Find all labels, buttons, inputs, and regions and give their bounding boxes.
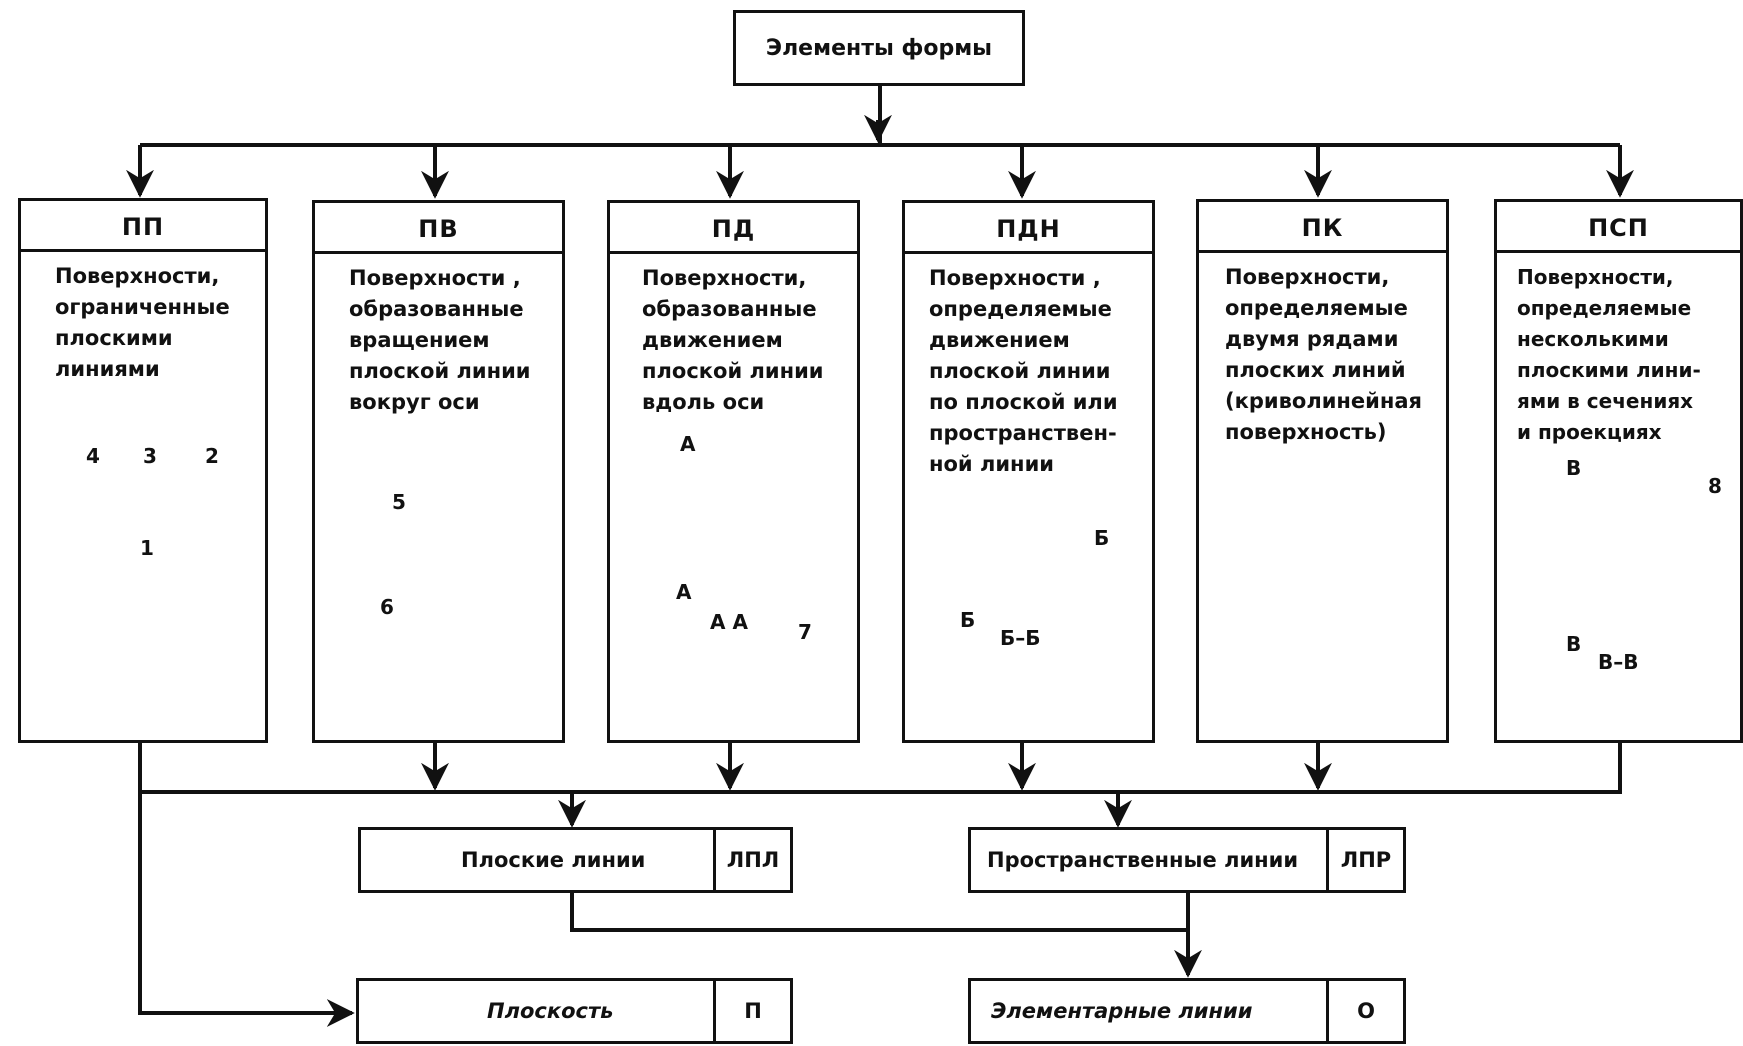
plane-label: Плоскость	[487, 999, 614, 1023]
column-description: Поверхности , образованные вращением пло…	[349, 266, 531, 414]
column-code: ПСП	[1497, 202, 1740, 253]
flat-lines-code: ЛПЛ	[713, 830, 790, 890]
spatial-lines-box: Пространственные линии ЛПР	[968, 827, 1406, 893]
pv-label-5: 5	[392, 490, 406, 514]
column-psp: ПСП Поверхности, определяемые нескольким…	[1494, 199, 1743, 743]
pd-label-a-bottom: А	[676, 580, 692, 604]
column-description: Поверхности, ограниченные плоскими линия…	[55, 264, 230, 381]
column-pv: ПВ Поверхности , образованные вращением …	[312, 200, 565, 743]
plane-code: П	[713, 981, 790, 1041]
column-code: ПП	[21, 201, 265, 252]
pdn-label-b-left: Б	[960, 608, 976, 632]
plane-box: Плоскость П	[356, 978, 793, 1044]
column-code: ПДН	[905, 203, 1152, 254]
column-code: ПД	[610, 203, 857, 254]
elementary-lines-box: Элементарные линии О	[968, 978, 1406, 1044]
connector-lines	[126, 84, 1634, 1027]
elementary-lines-label: Элементарные линии	[991, 999, 1253, 1023]
pd-label-a-top: А	[680, 432, 696, 456]
form-elements-label: Элементы формы	[765, 35, 993, 61]
column-description: Поверхности, образованные движением плос…	[642, 266, 824, 414]
psp-section-label: В–В	[1598, 650, 1639, 674]
column-pp: ПП Поверхности, ограниченные плоскими ли…	[18, 198, 268, 743]
column-pdn: ПДН Поверхности , определяемые движением…	[902, 200, 1155, 743]
pp-label-2: 2	[205, 444, 219, 468]
pdn-label-b-right: Б	[1094, 526, 1110, 550]
form-elements-box: Элементы формы	[733, 10, 1025, 86]
spatial-lines-label: Пространственные линии	[987, 848, 1299, 872]
pp-label-3: 3	[143, 444, 157, 468]
flat-lines-label: Плоские линии	[461, 848, 646, 872]
pd-label-7: 7	[798, 620, 812, 644]
psp-label-v-bottom: В	[1566, 632, 1582, 656]
pdn-section-label: Б–Б	[1000, 626, 1041, 650]
column-pd: ПД Поверхности, образованные движением п…	[607, 200, 860, 743]
column-code: ПК	[1199, 202, 1446, 253]
spatial-lines-code: ЛПР	[1326, 830, 1403, 890]
psp-label-8: 8	[1708, 474, 1722, 498]
column-description: Поверхности, определяемые несколькими пл…	[1517, 265, 1701, 444]
column-code: ПВ	[315, 203, 562, 254]
pv-label-6: 6	[380, 595, 394, 619]
pp-label-1: 1	[140, 536, 154, 560]
column-description: Поверхности , определяемые движением пло…	[929, 266, 1118, 476]
elementary-lines-code: О	[1326, 981, 1403, 1041]
flat-lines-box: Плоские линии ЛПЛ	[358, 827, 793, 893]
column-pk: ПК Поверхности, определяемые двумя рядам…	[1196, 199, 1449, 743]
psp-label-v-top: В	[1566, 456, 1582, 480]
column-description: Поверхности, определяемые двумя рядами п…	[1225, 265, 1423, 444]
pd-section-label: А А	[710, 610, 748, 634]
pp-label-4: 4	[86, 444, 100, 468]
